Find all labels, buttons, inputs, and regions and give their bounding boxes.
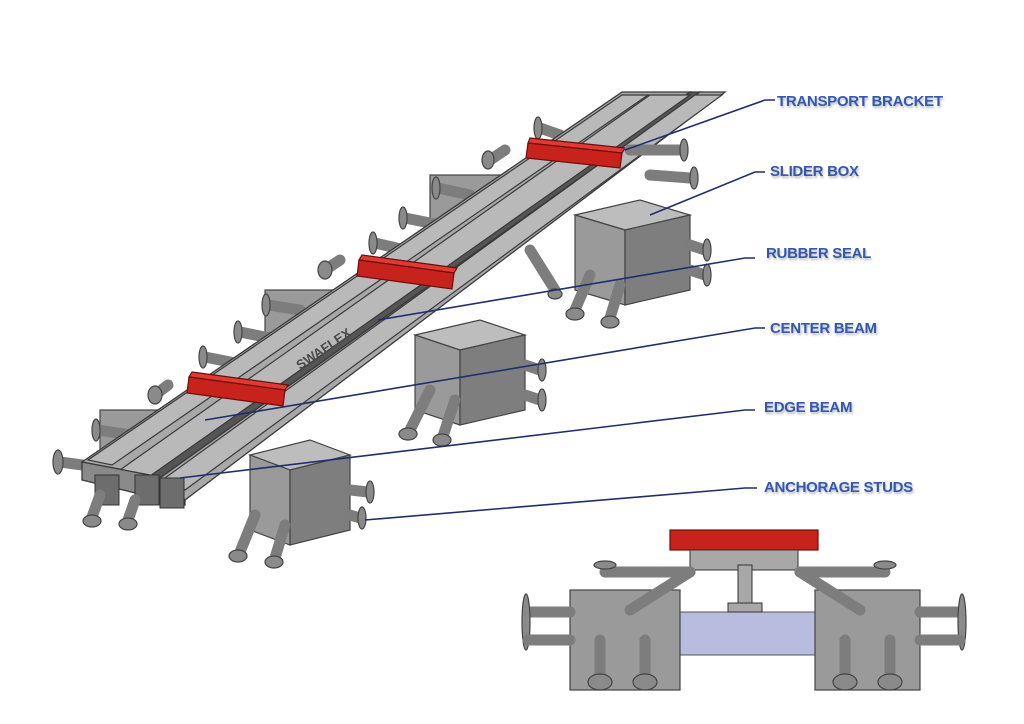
label-transport-bracket: TRANSPORT BRACKET bbox=[777, 93, 943, 110]
label-rubber-seal: RUBBER SEAL bbox=[766, 245, 872, 262]
slider-box-back-row bbox=[52, 116, 566, 475]
label-center-beam: CENTER BEAM bbox=[770, 320, 877, 337]
label-anchorage-studs: ANCHORAGE STUDS bbox=[764, 479, 913, 496]
anchorage-studs bbox=[82, 138, 712, 569]
label-slider-box: SLIDER BOX bbox=[770, 163, 859, 180]
slider-boxes-front bbox=[247, 199, 693, 546]
leader-lines bbox=[179, 99, 775, 521]
transport-brackets bbox=[186, 137, 626, 407]
label-edge-beam: EDGE BEAM bbox=[764, 399, 853, 416]
cross-section-view bbox=[521, 529, 967, 691]
beam-end-section bbox=[94, 474, 185, 509]
